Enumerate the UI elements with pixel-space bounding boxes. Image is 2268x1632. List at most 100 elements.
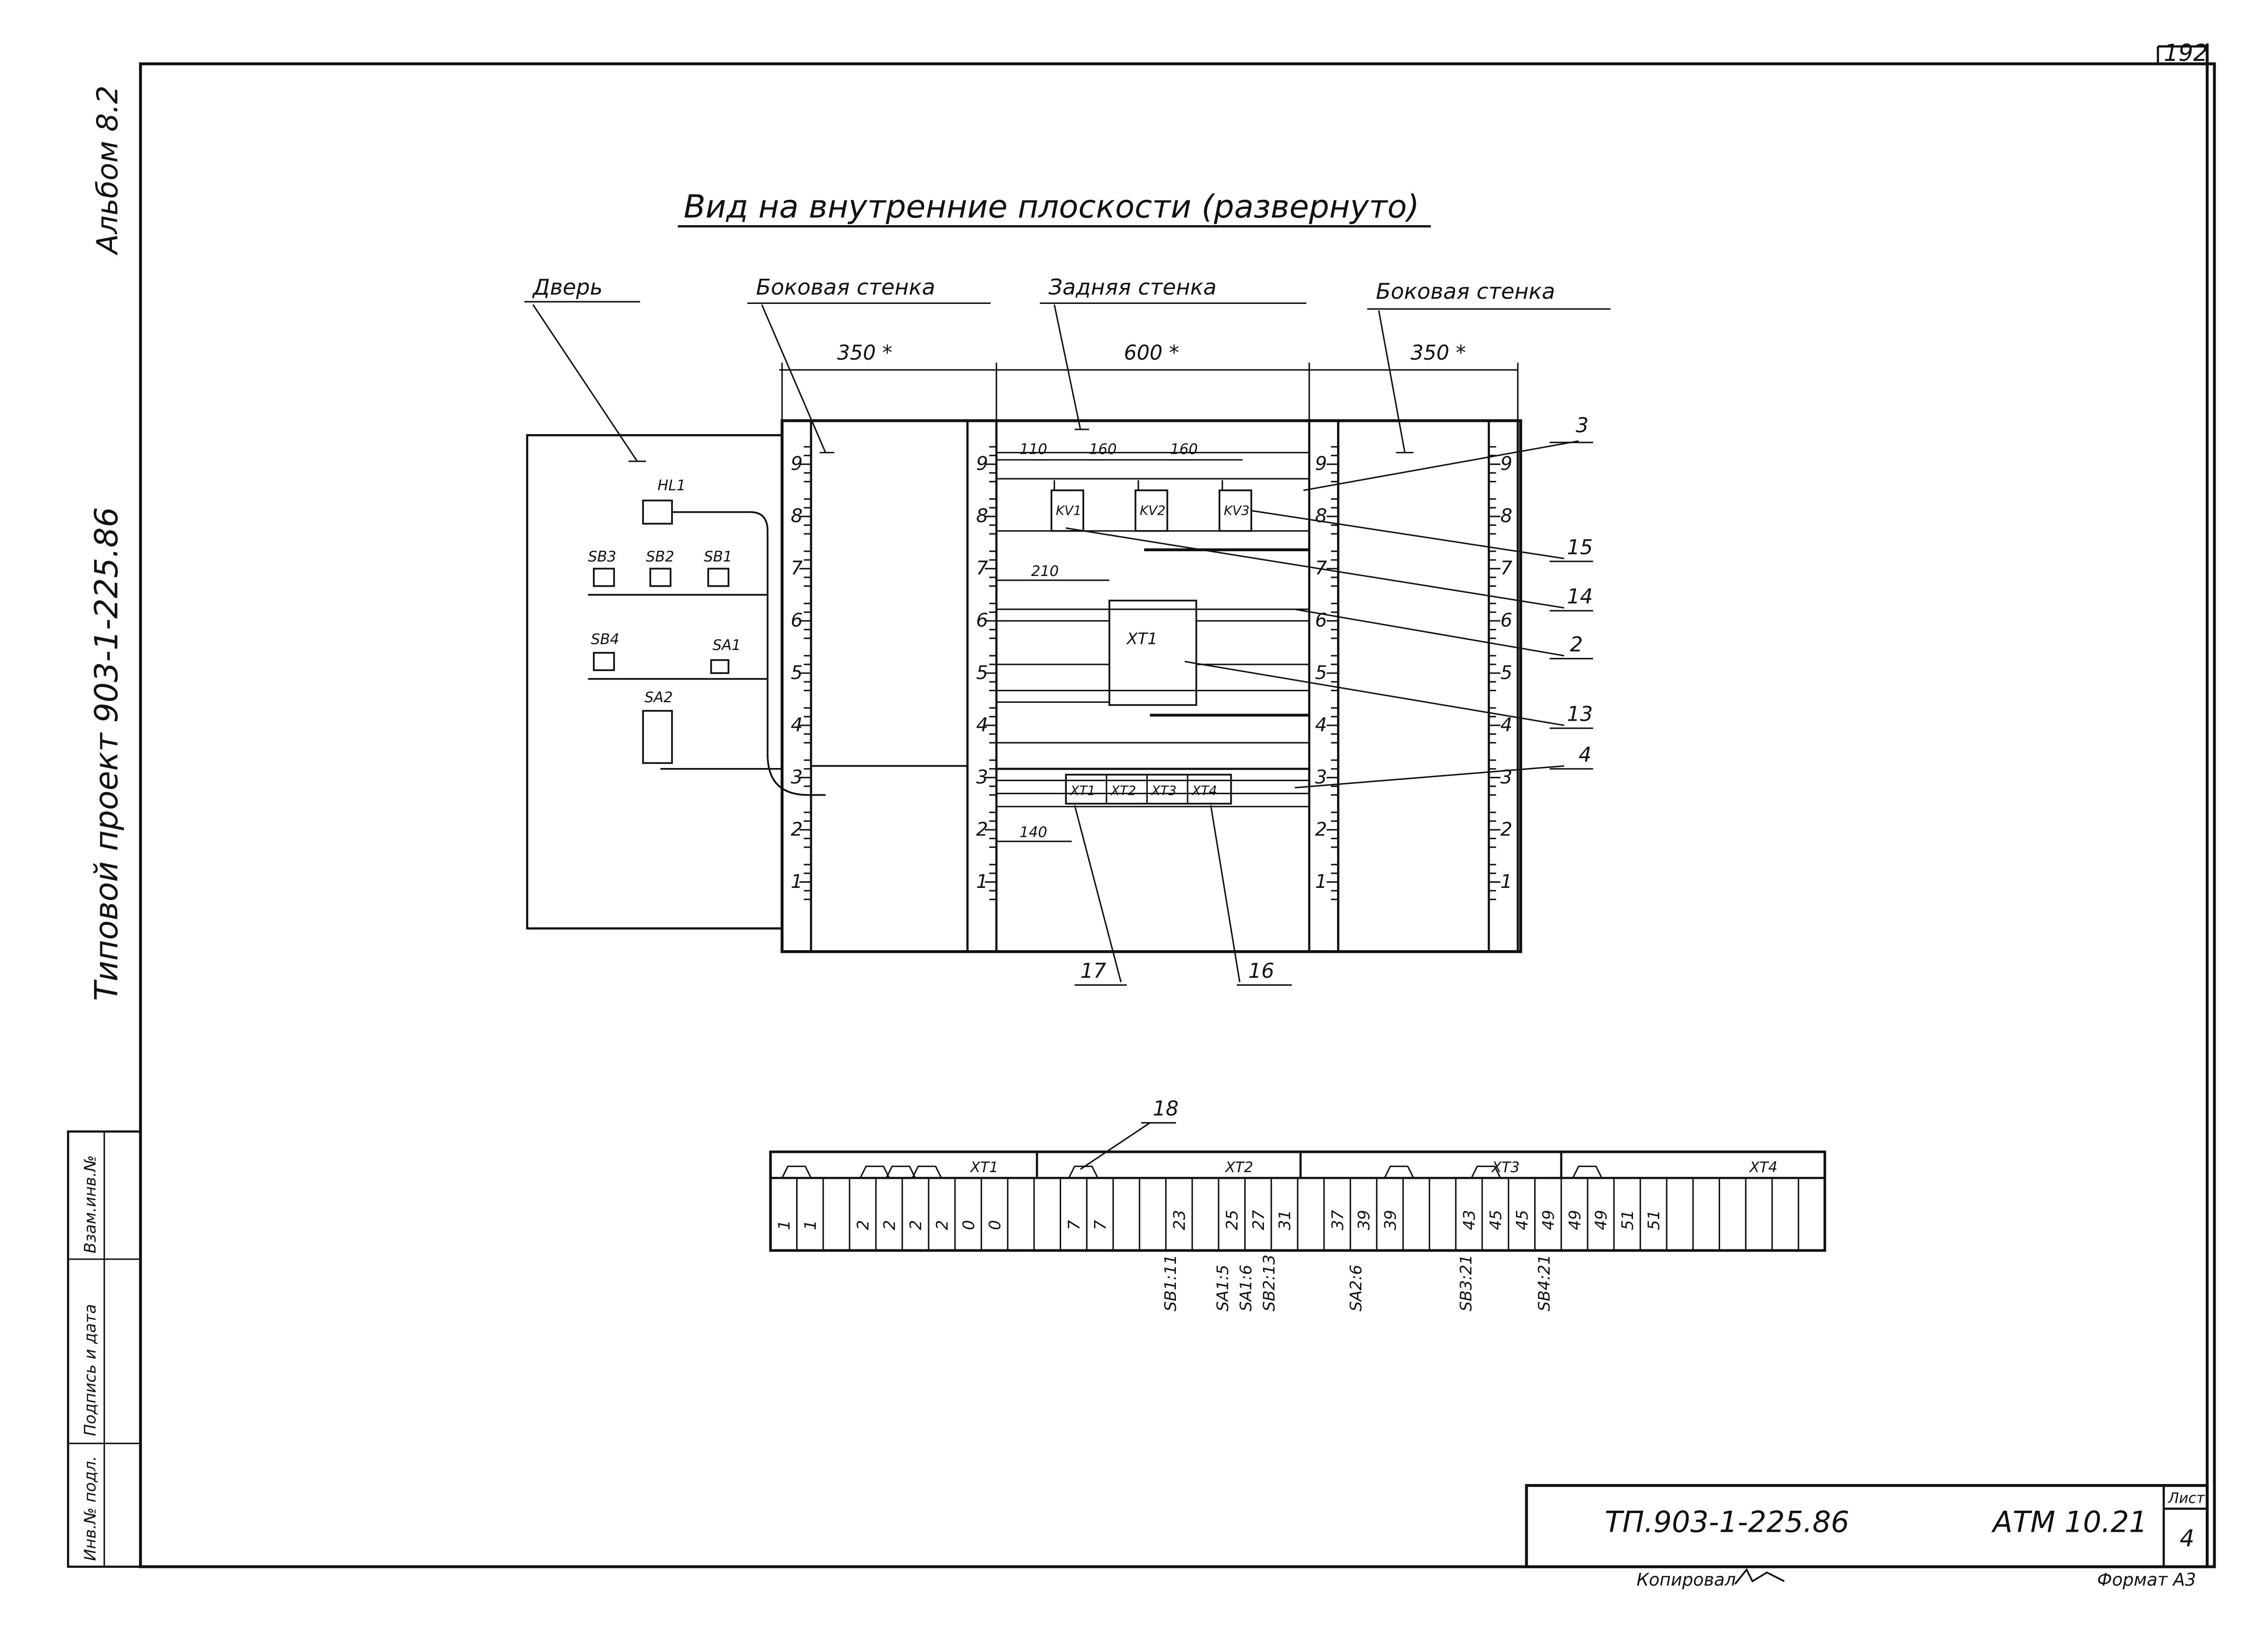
xt3-small-label: XT3 (1151, 783, 1177, 798)
callout-17: 17 (1080, 960, 1107, 983)
terminal-group (1065, 774, 1232, 805)
strip-group-xt1: XT1 (969, 1159, 998, 1176)
ref-sb2-13: SB2:13 (1260, 1255, 1279, 1311)
sa1-switch (710, 659, 730, 674)
callout-13: 13 (1567, 703, 1593, 726)
strip-cell-number: 51 (1618, 1210, 1637, 1230)
ref-sb4-21: SB4:21 (1535, 1255, 1554, 1311)
strip-cell-number: 2 (854, 1220, 873, 1230)
strip-cell-number: 49 (1592, 1210, 1611, 1230)
strip-cell-number: 23 (1170, 1210, 1189, 1230)
ref-sb3-21: SB3:21 (1457, 1255, 1476, 1311)
rail-label: 2 (1315, 819, 1327, 840)
ref-sa1-5: SA1:5 (1214, 1265, 1233, 1312)
strip-cell-number: 7 (1091, 1220, 1110, 1230)
callout-leaders (1065, 440, 1593, 1170)
strip-cell-number: 39 (1355, 1210, 1374, 1230)
sb2-button (649, 568, 672, 587)
title-block-code: ТП.903-1-225.86 (1605, 1505, 1849, 1539)
sheet-number: 192 (2164, 39, 2208, 66)
callout-16: 16 (1249, 960, 1274, 983)
rail-label: 5 (1500, 662, 1513, 684)
section-right-wall: Боковая стенка (1376, 279, 1555, 304)
strip-cell-number: 0 (986, 1220, 1005, 1230)
rail-label: 4 (1500, 714, 1513, 736)
strip-cell-number: 2 (880, 1220, 899, 1230)
strip-cell-number: 27 (1249, 1210, 1268, 1230)
callout-3: 3 (1576, 414, 1589, 437)
strip-cell-number: 0 (960, 1220, 978, 1230)
sb3-label: SB3 (588, 548, 616, 565)
rail-label: 6 (1500, 610, 1513, 631)
hl1-label: HL1 (657, 477, 686, 494)
section-left-wall: Боковая стенка (756, 274, 935, 300)
callout-2: 2 (1570, 633, 1583, 657)
strip-group-xt3: XT3 (1491, 1159, 1520, 1176)
dim-right: 350 * (1411, 341, 1466, 365)
strip-cell-number: 49 (1566, 1210, 1584, 1230)
rail-label: 1 (1500, 871, 1513, 893)
sb4-button (593, 652, 615, 672)
kv3-label: KV3 (1224, 503, 1249, 518)
section-door: Дверь (532, 274, 603, 300)
strip-group-xt2: XT2 (1224, 1159, 1253, 1176)
dim-110: 110 (1019, 441, 1047, 458)
kv2-label: KV2 (1140, 503, 1166, 518)
sb1-label: SB1 (704, 548, 732, 565)
rail-label: 8 (1500, 505, 1513, 527)
xt2-small-label: XT2 (1110, 783, 1136, 798)
xt1-small-label: XT1 (1069, 783, 1095, 798)
sb4-label: SB4 (591, 631, 619, 648)
strip-cell-number: 1 (801, 1220, 820, 1230)
sb3-button (593, 568, 615, 587)
strip-cell-number: 51 (1645, 1210, 1663, 1230)
ref-sb1-11: SB1:11 (1161, 1255, 1180, 1311)
rail-label: 9 (1315, 453, 1327, 475)
door-wiring (672, 511, 826, 796)
title-block-sheet-value: 4 (2179, 1525, 2194, 1552)
rail-label: 5 (1315, 662, 1327, 684)
rail-label: 8 (1315, 505, 1327, 527)
door-panel (526, 434, 783, 930)
title-block-sheet-label: Лист (2168, 1490, 2205, 1506)
rail-label: 7 (1500, 558, 1513, 579)
sb2-label: SB2 (646, 548, 674, 565)
strip-cell-number: 45 (1513, 1210, 1532, 1230)
copied-label: Копировал (1637, 1570, 1736, 1590)
xt4-small-label: XT4 (1191, 783, 1217, 798)
approvals-col2: Подпись и дата (81, 1304, 100, 1436)
format-label: Формат А3 (2097, 1570, 2196, 1590)
dim-center: 600 * (1124, 341, 1179, 365)
relay-kv1 (1050, 489, 1085, 532)
rail-label: 1 (1315, 871, 1327, 893)
relay-kv2 (1134, 489, 1168, 532)
strip-cell-number: 7 (1065, 1220, 1084, 1230)
strip-cell-number: 43 (1460, 1210, 1479, 1230)
dim-140: 140 (1019, 824, 1047, 841)
rail-label: 4 (1315, 714, 1327, 736)
strip-cell-number: 49 (1539, 1210, 1558, 1230)
dim-left: 350 * (837, 341, 893, 365)
project-label: Типовой проект 903-1-225.86 (89, 507, 126, 1001)
ref-sa1-6: SA1:6 (1237, 1265, 1256, 1312)
xt1-big-label: XT1 (1126, 629, 1158, 648)
kv1-label: KV1 (1056, 503, 1082, 518)
strip-cell-number: 2 (907, 1220, 925, 1230)
approvals-col3: Инв.№ подл. (81, 1456, 100, 1561)
callout-18: 18 (1153, 1097, 1179, 1121)
strip-group-xt4: XT4 (1749, 1159, 1778, 1176)
section-back-wall: Задняя стенка (1049, 274, 1217, 300)
album-label: Альбом 8.2 (91, 86, 125, 256)
strip-cell-number: 2 (933, 1220, 952, 1230)
strip-cell-number: 25 (1223, 1210, 1242, 1230)
cabinet-walls (780, 419, 1522, 953)
copied-signature (1734, 1568, 1785, 1585)
callout-15: 15 (1567, 536, 1593, 559)
hl1-lamp (642, 499, 673, 525)
